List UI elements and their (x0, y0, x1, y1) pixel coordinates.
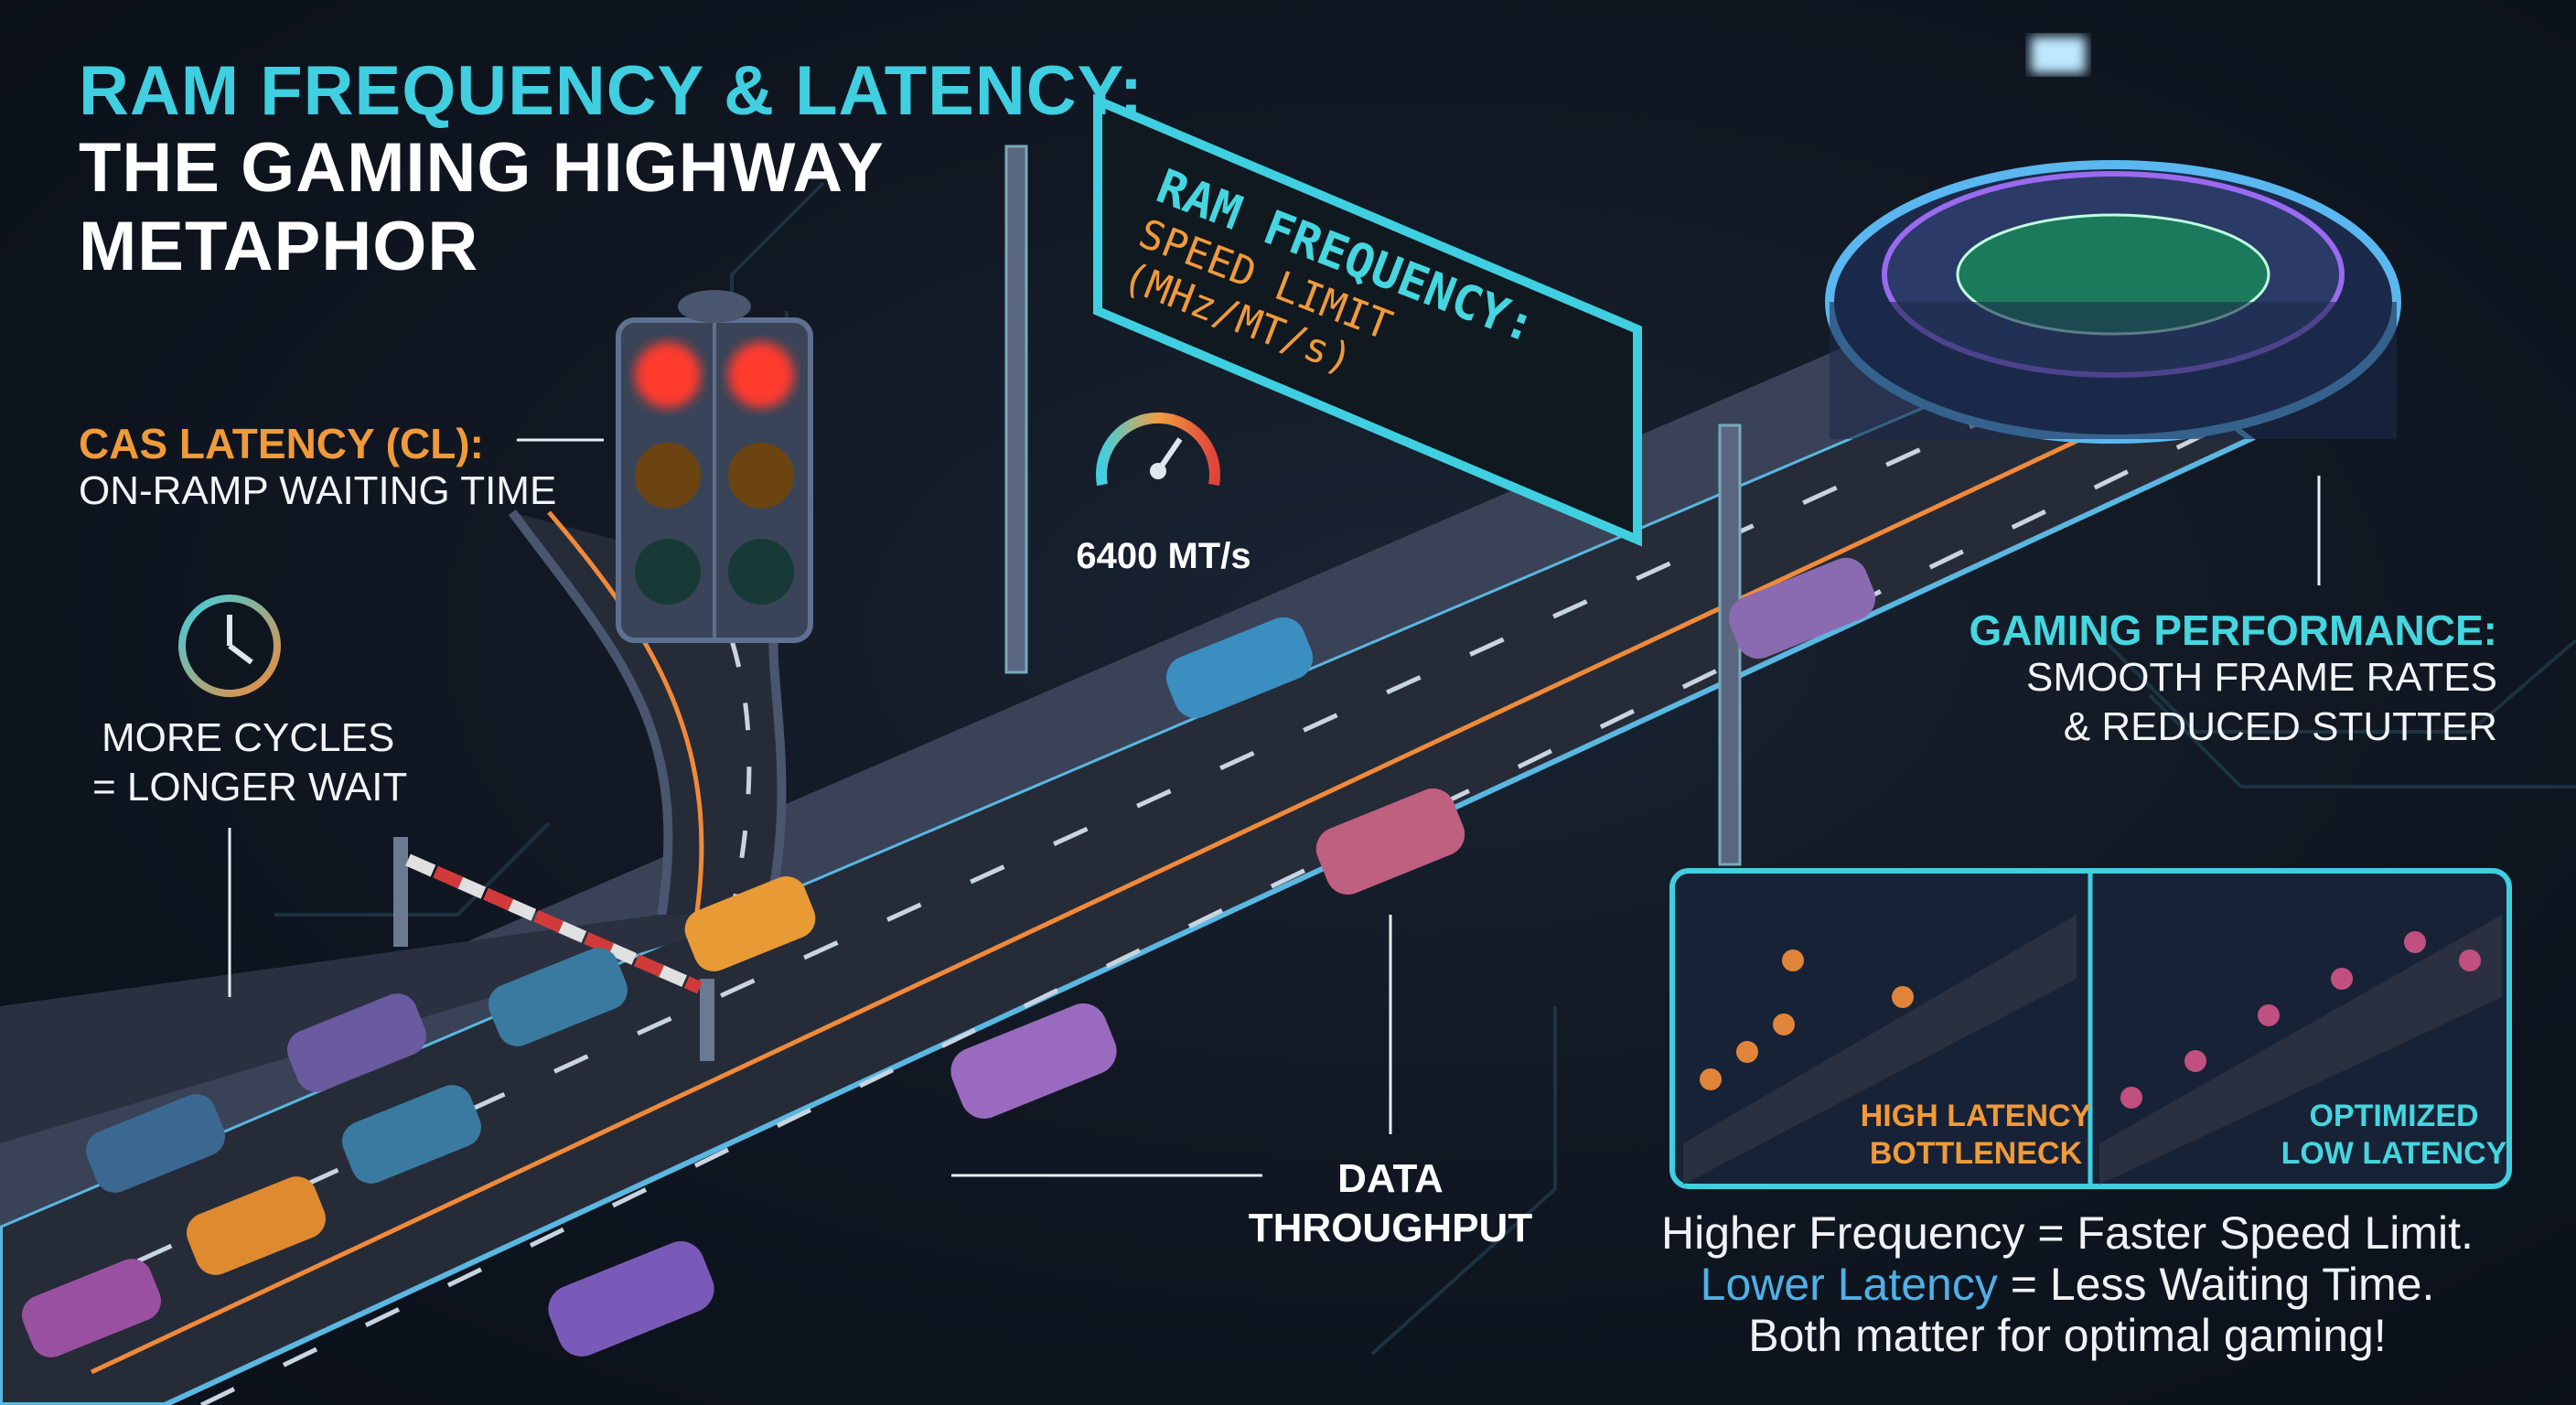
comparison-inset (1669, 868, 2512, 1189)
car (286, 993, 427, 1092)
summary-highlight: Lower Latency (1700, 1259, 1998, 1310)
title-line-2: THE GAMING HIGHWAY (79, 129, 885, 207)
car (488, 948, 628, 1046)
car (1315, 788, 1465, 895)
car (684, 875, 816, 972)
summary-text: Higher Frequency = Faster Speed Limit. L… (1647, 1207, 2488, 1361)
gaming-performance-heading: GAMING PERFORMANCE: (1969, 606, 2497, 654)
cas-latency-subtext: ON-RAMP WAITING TIME (79, 468, 557, 513)
car (341, 1085, 482, 1184)
leader-lines (228, 438, 2321, 1177)
high-latency-line-1: HIGH LATENCY (1860, 1099, 2092, 1133)
frequency-value: 6400 MT/s (1076, 536, 1251, 576)
barrier-gate (393, 837, 714, 1061)
car (1728, 557, 1876, 660)
data-throughput-line-1: DATA (1337, 1156, 1444, 1201)
car (21, 1259, 162, 1357)
gaming-performance-line-2: & REDUCED STUTTER (2063, 704, 2497, 749)
cycles-line-1: MORE CYCLES (102, 715, 395, 760)
low-latency-line-2: LOW LATENCY (2281, 1135, 2507, 1171)
car (85, 1094, 226, 1193)
data-throughput-line-2: THROUGHPUT (1248, 1206, 1533, 1250)
summary-line-2: Lower Latency = Less Waiting Time. (1647, 1259, 2488, 1310)
summary-line-1: Higher Frequency = Faster Speed Limit. (1661, 1207, 2474, 1259)
car (1165, 617, 1314, 719)
low-latency-label: OPTIMIZED LOW LATENCY (2275, 1098, 2513, 1173)
cars (21, 557, 1876, 1357)
traffic-light-icon (616, 290, 813, 643)
sign-gantry (1004, 93, 1742, 866)
car (548, 1241, 714, 1357)
summary-line-2-rest: = Less Waiting Time. (1997, 1259, 2435, 1310)
summary-line-3: Both matter for optimal gaming! (1748, 1310, 2387, 1361)
speedometer-icon (1096, 412, 1220, 487)
car (950, 1003, 1117, 1119)
high-latency-line-2: BOTTLENECK (1869, 1135, 2083, 1171)
cycles-line-2: = LONGER WAIT (92, 765, 408, 810)
low-latency-line-1: OPTIMIZED (2309, 1099, 2479, 1133)
stadium-icon (1825, 37, 2401, 444)
title-line-1: RAM FREQUENCY & LATENCY: (79, 52, 1143, 130)
car (186, 1176, 327, 1275)
cas-latency-heading: CAS LATENCY (CL): (79, 420, 484, 467)
title-line-3: METAPHOR (79, 208, 479, 285)
gaming-performance-line-1: SMOOTH FRAME RATES (2026, 655, 2497, 700)
high-latency-label: HIGH LATENCY BOTTLENECK (1857, 1098, 2095, 1173)
clock-icon (178, 595, 281, 697)
